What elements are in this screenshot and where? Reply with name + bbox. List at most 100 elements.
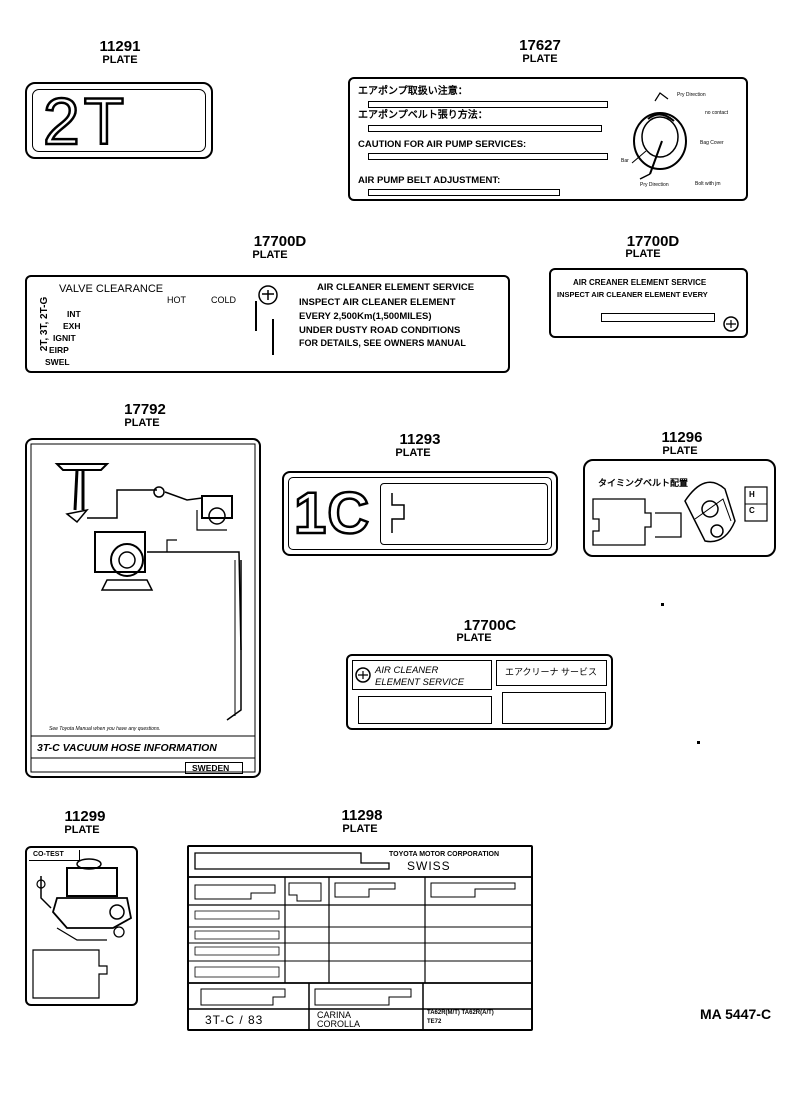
timing-belt-title: タイミングベルト配置 [598, 478, 689, 488]
blank-field [601, 313, 715, 322]
row-label: INT [67, 309, 81, 319]
blank-field [368, 189, 560, 196]
blank-field [368, 101, 608, 108]
blank-field [368, 153, 608, 160]
plate-17700d-large: 2T, 3T, 2T-G VALVE CLEARANCE HOT COLD IN… [25, 275, 510, 373]
mark-h: H [749, 490, 755, 499]
vehicle-name: CARINA [317, 1010, 352, 1020]
annotation: Bolt with jm [695, 181, 721, 187]
annotation: Pry Direction [640, 182, 669, 188]
service-header-left: AIR CLEANER ELEMENT SERVICE [352, 660, 492, 690]
part-label: PLATE [252, 249, 288, 261]
model-code: TA62R(M/T) TA62R(A/T) [427, 1010, 494, 1016]
part-label: PLATE [102, 54, 138, 66]
dot-mark [661, 603, 664, 606]
toyota-logo-icon [355, 667, 371, 683]
label-line: エアポンプ取扱い注意： [358, 86, 468, 97]
part-number: 11291 [99, 38, 141, 55]
col-hot: HOT [167, 295, 186, 305]
air-pump-drawing [631, 92, 687, 180]
plate-11293: 1C [282, 471, 558, 556]
plate-17700c: AIR CLEANER ELEMENT SERVICE エアクリーナ サービス [346, 654, 613, 730]
service-line: FOR DETAILS, SEE OWNERS MANUAL [299, 338, 466, 348]
carburetor-drawing [32, 858, 133, 999]
blank-field-large [380, 483, 548, 545]
part-number: 17700D [626, 233, 680, 250]
manual-note: See Toyota Manual when you have any ques… [49, 726, 161, 732]
service-title: AIR CLEANER ELEMENT SERVICE [317, 282, 475, 293]
toyota-logo-icon [723, 316, 739, 332]
service-line: UNDER DUSTY ROAD CONDITIONS [299, 325, 461, 336]
part-label: PLATE [456, 632, 492, 644]
row-label: IGNIT [53, 333, 76, 343]
plate-17627: エアポンプ取扱い注意： エアポンプベルト張り方法： CAUTION FOR AI… [348, 77, 748, 201]
toyota-logo-icon [258, 285, 278, 305]
plate-11298: TOYOTA MOTOR CORPORATION SWISS 3T-C / 83… [187, 845, 533, 1031]
divider [255, 301, 257, 331]
service-header-right: エアクリーナ サービス [496, 660, 607, 686]
engine-model-year: 3T-C / 83 [205, 1013, 264, 1027]
part-label: PLATE [64, 824, 100, 836]
part-label: PLATE [342, 823, 378, 835]
annotation: Pry Direction [677, 92, 706, 98]
co-test-text: CO-TEST [33, 851, 64, 858]
timing-belt-diagram [592, 481, 768, 546]
plate-11293-text: 1C [293, 481, 371, 546]
label-line: エアポンプベルト張り方法： [358, 110, 488, 121]
label-line: CAUTION FOR AIR PUMP SERVICES: [358, 139, 527, 150]
plate-11299: CO-TEST [25, 846, 138, 1006]
part-number: 11296 [661, 429, 703, 446]
plate-11291: 2T [25, 82, 213, 159]
label-line: AIR PUMP BELT ADJUSTMENT: [358, 175, 501, 186]
part-number: 11299 [64, 808, 106, 825]
service-line: ELEMENT SERVICE [375, 677, 465, 688]
part-number: 17792 [124, 401, 166, 418]
annotation: no contact [705, 110, 729, 116]
service-line: AIR CLEANER [375, 665, 439, 676]
col-cold: COLD [211, 295, 237, 305]
co-test-tag: CO-TEST [29, 850, 80, 861]
dot-mark [697, 741, 700, 744]
plate-11291-inner-border [32, 89, 206, 152]
info-table-grid [189, 852, 531, 1029]
part-label: PLATE [625, 248, 661, 260]
plate-17792: See Toyota Manual when you have any ques… [25, 438, 261, 778]
country-badge: SWEDEN [185, 762, 243, 774]
vacuum-hose-title: 3T-C VACUUM HOSE INFORMATION [37, 742, 217, 754]
annotation: Bag Cover [700, 140, 724, 146]
blank-field [358, 696, 492, 724]
vehicle-name: COROLLA [317, 1019, 361, 1029]
country-badge-text: SWEDEN [192, 763, 230, 773]
valve-clearance-title: VALVE CLEARANCE [59, 283, 164, 295]
row-label: EXH [63, 321, 81, 331]
plate-11296: タイミングベルト配置 H C [583, 459, 776, 557]
part-number: 17700C [463, 617, 517, 634]
mark-c: C [749, 506, 755, 515]
plate-11293-inner-border [288, 477, 552, 550]
blank-field [502, 692, 606, 724]
divider [272, 319, 274, 355]
part-label: PLATE [662, 445, 698, 457]
part-number: 17627 [519, 37, 561, 54]
drawing-reference: MA 5447-C [700, 1006, 772, 1022]
row-label: EIRP [49, 345, 69, 355]
manufacturer: TOYOTA MOTOR CORPORATION [389, 851, 500, 858]
service-line: INSPECT AIR CLEANER ELEMENT EVERY [557, 290, 708, 299]
model-code: TE72 [427, 1019, 442, 1025]
service-line-jp: エアクリーナ サービス [505, 667, 598, 677]
plate-11291-text: 2T [42, 84, 129, 158]
row-label: SWEL [45, 357, 70, 367]
service-title: AIR CREANER ELEMENT SERVICE [573, 278, 707, 287]
country: SWISS [407, 859, 451, 873]
plate-17700d-small: AIR CREANER ELEMENT SERVICE INSPECT AIR … [549, 268, 748, 338]
service-line: INSPECT AIR CLEANER ELEMENT [299, 297, 456, 308]
vacuum-hose-diagram [30, 443, 256, 773]
part-label: PLATE [522, 53, 558, 65]
notch-mark [391, 493, 405, 533]
annotation: Bar [621, 158, 629, 164]
part-number: 11293 [399, 431, 441, 448]
part-label: PLATE [395, 447, 431, 459]
part-label: PLATE [124, 417, 160, 429]
part-number: 11298 [341, 807, 383, 824]
service-line: EVERY 2,500Km(1,500MILES) [299, 311, 432, 322]
